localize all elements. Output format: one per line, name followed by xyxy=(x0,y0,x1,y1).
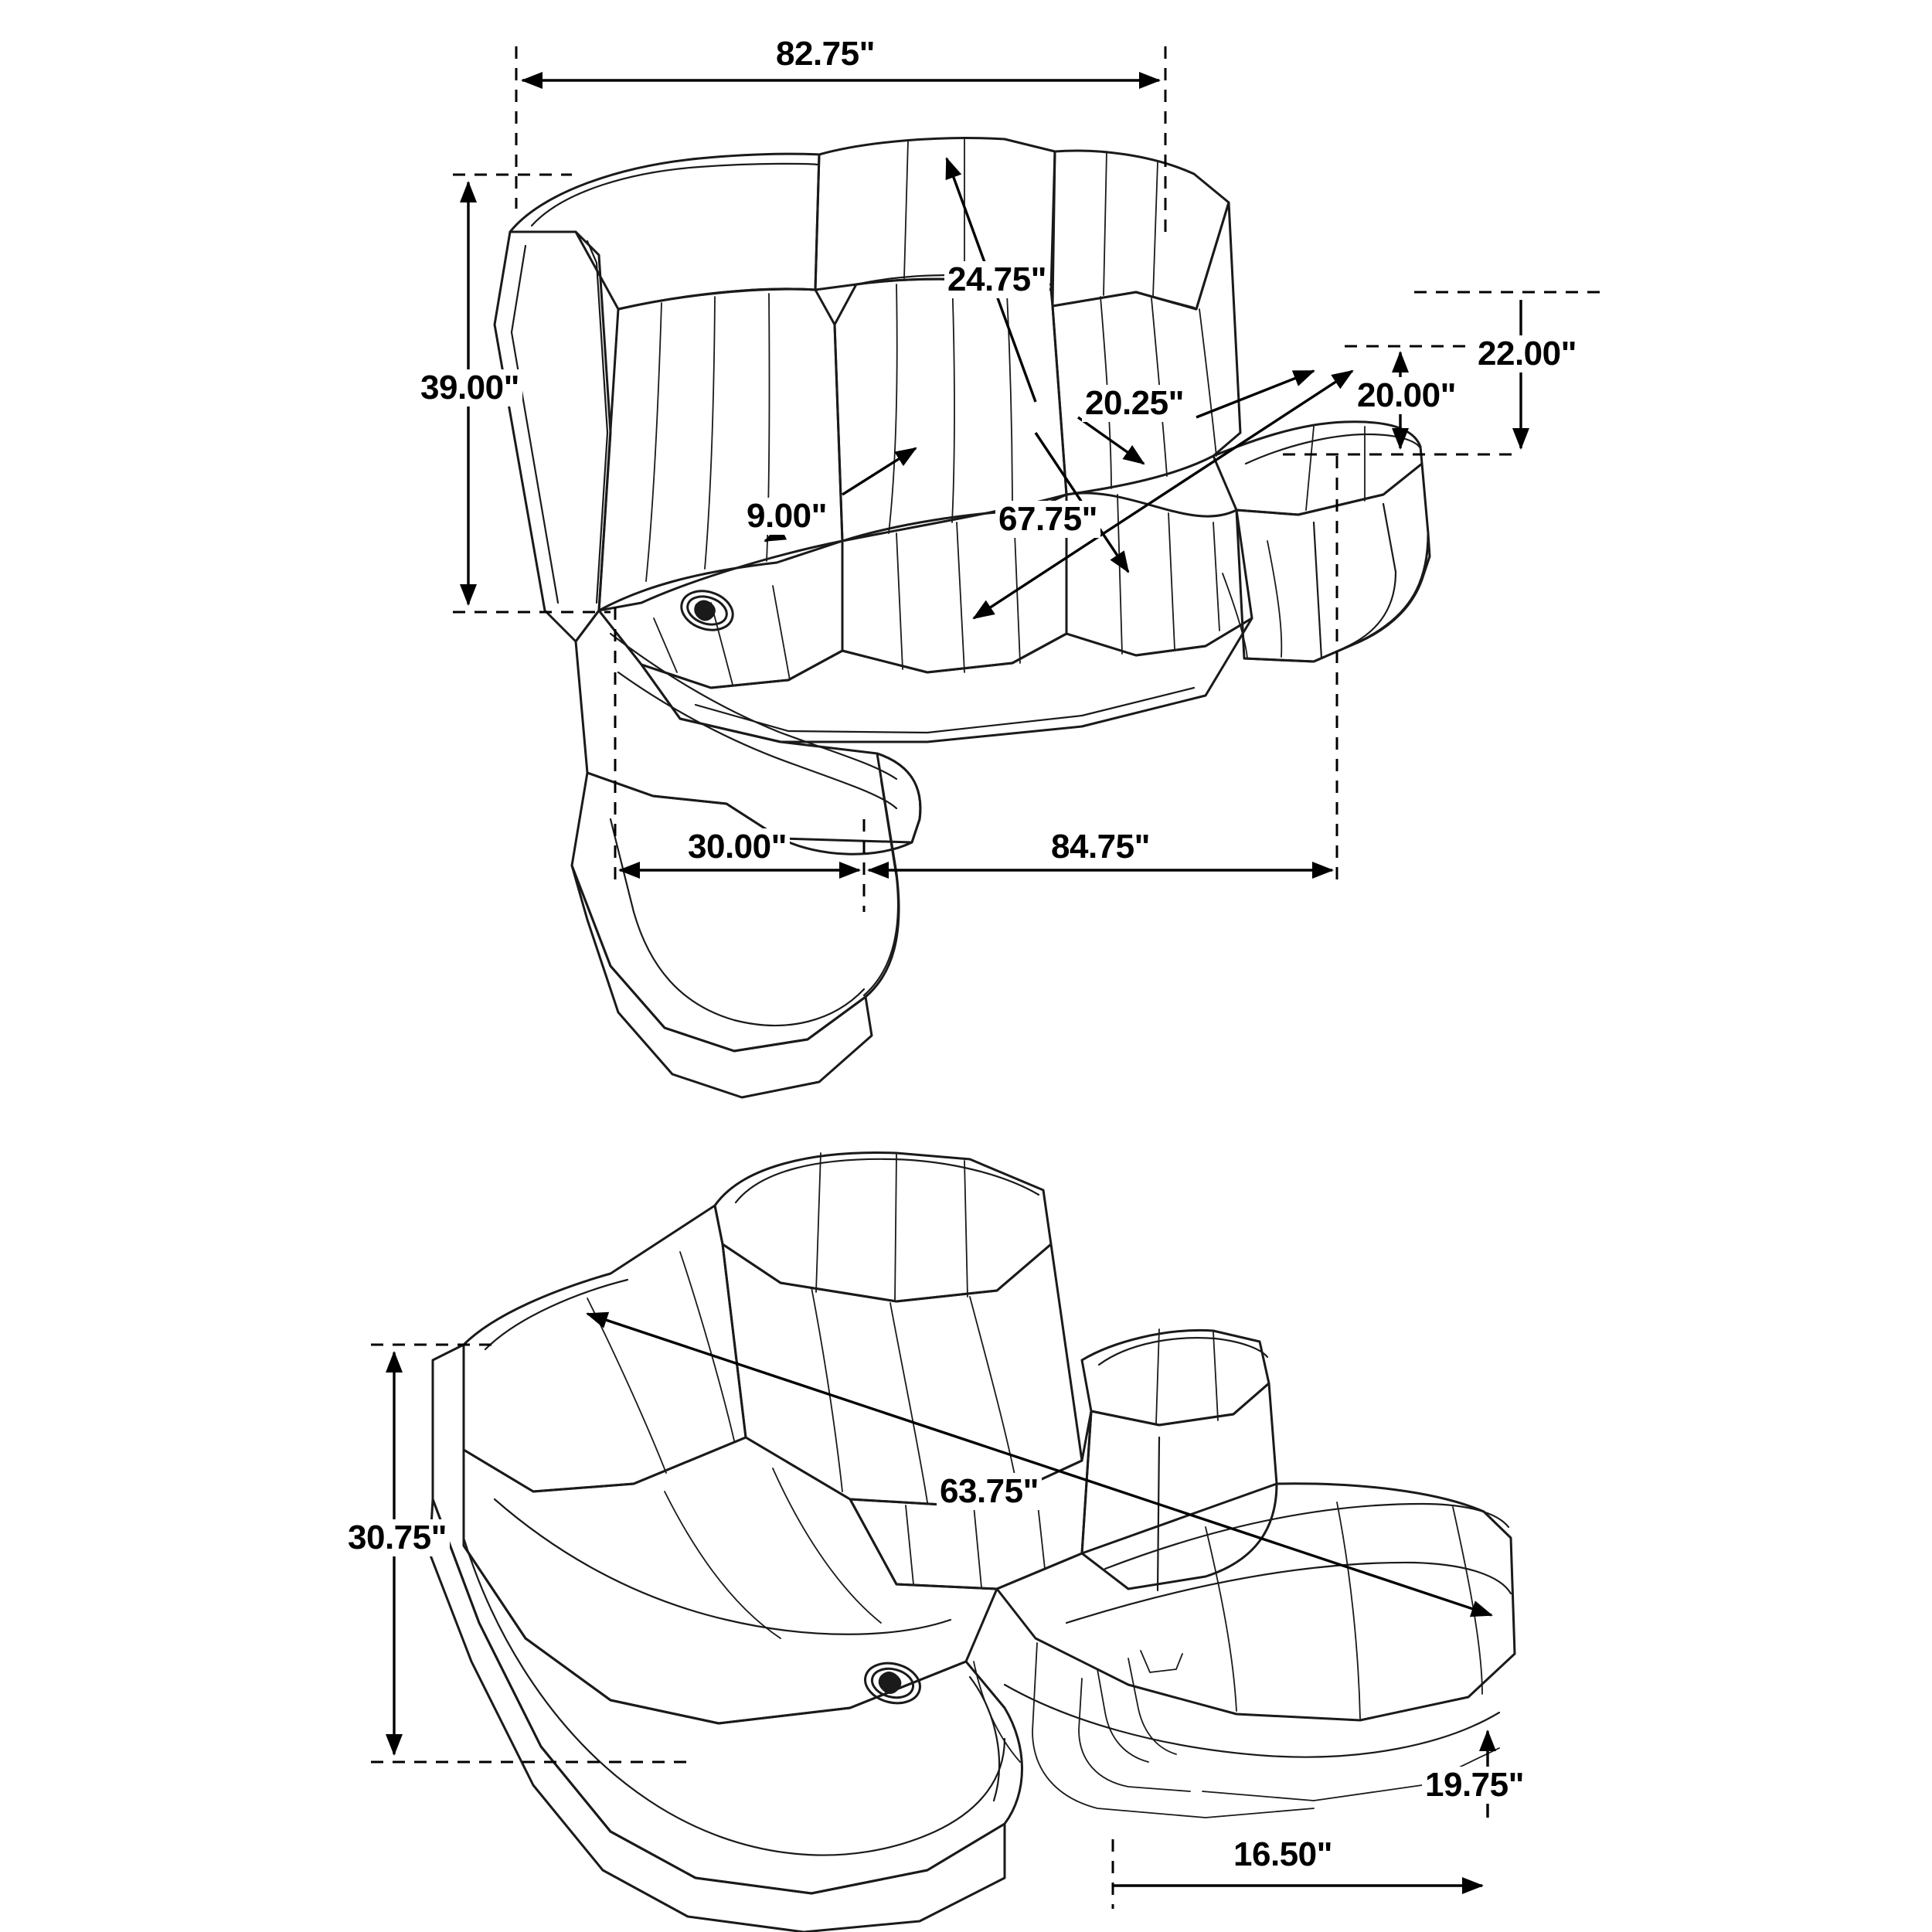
dimension-label-arm-height: 22.00" xyxy=(1475,335,1580,372)
reclined-dimension-lines xyxy=(371,1311,1496,1909)
upright-dimension-lines xyxy=(453,46,1607,912)
reclined-sofa-illustration xyxy=(428,1151,1516,1932)
dimension-label-overall-width: 82.75" xyxy=(773,36,878,73)
dimension-label-seat-depth: 20.25" xyxy=(1082,385,1187,422)
dimension-label-seat-height: 20.00" xyxy=(1354,377,1459,414)
dimension-label-seating-width: 67.75" xyxy=(995,501,1100,538)
power-button-upright[interactable] xyxy=(676,585,738,637)
dimension-label-reclined-height: 30.75" xyxy=(345,1519,450,1556)
dimension-label-overall-height: 39.00" xyxy=(417,369,522,406)
dimension-label-arm-width: 9.00" xyxy=(743,498,830,535)
dimension-label-footrest-height: 19.75" xyxy=(1422,1767,1527,1804)
power-button-reclined[interactable] xyxy=(861,1658,924,1709)
dimension-label-depth-back: 84.75" xyxy=(1048,828,1153,866)
dimension-label-depth-front: 30.00" xyxy=(685,828,790,866)
dimension-label-reclined-length: 63.75" xyxy=(937,1473,1042,1510)
dim-9-00-right xyxy=(842,447,917,496)
dim-20-25-right xyxy=(1196,369,1315,419)
dimension-label-back-cushion-height: 24.75" xyxy=(944,261,1049,298)
dim-63-75 xyxy=(586,1311,1493,1617)
dim-67-75 xyxy=(972,369,1354,620)
dimension-label-footrest-extension: 16.50" xyxy=(1230,1836,1335,1873)
